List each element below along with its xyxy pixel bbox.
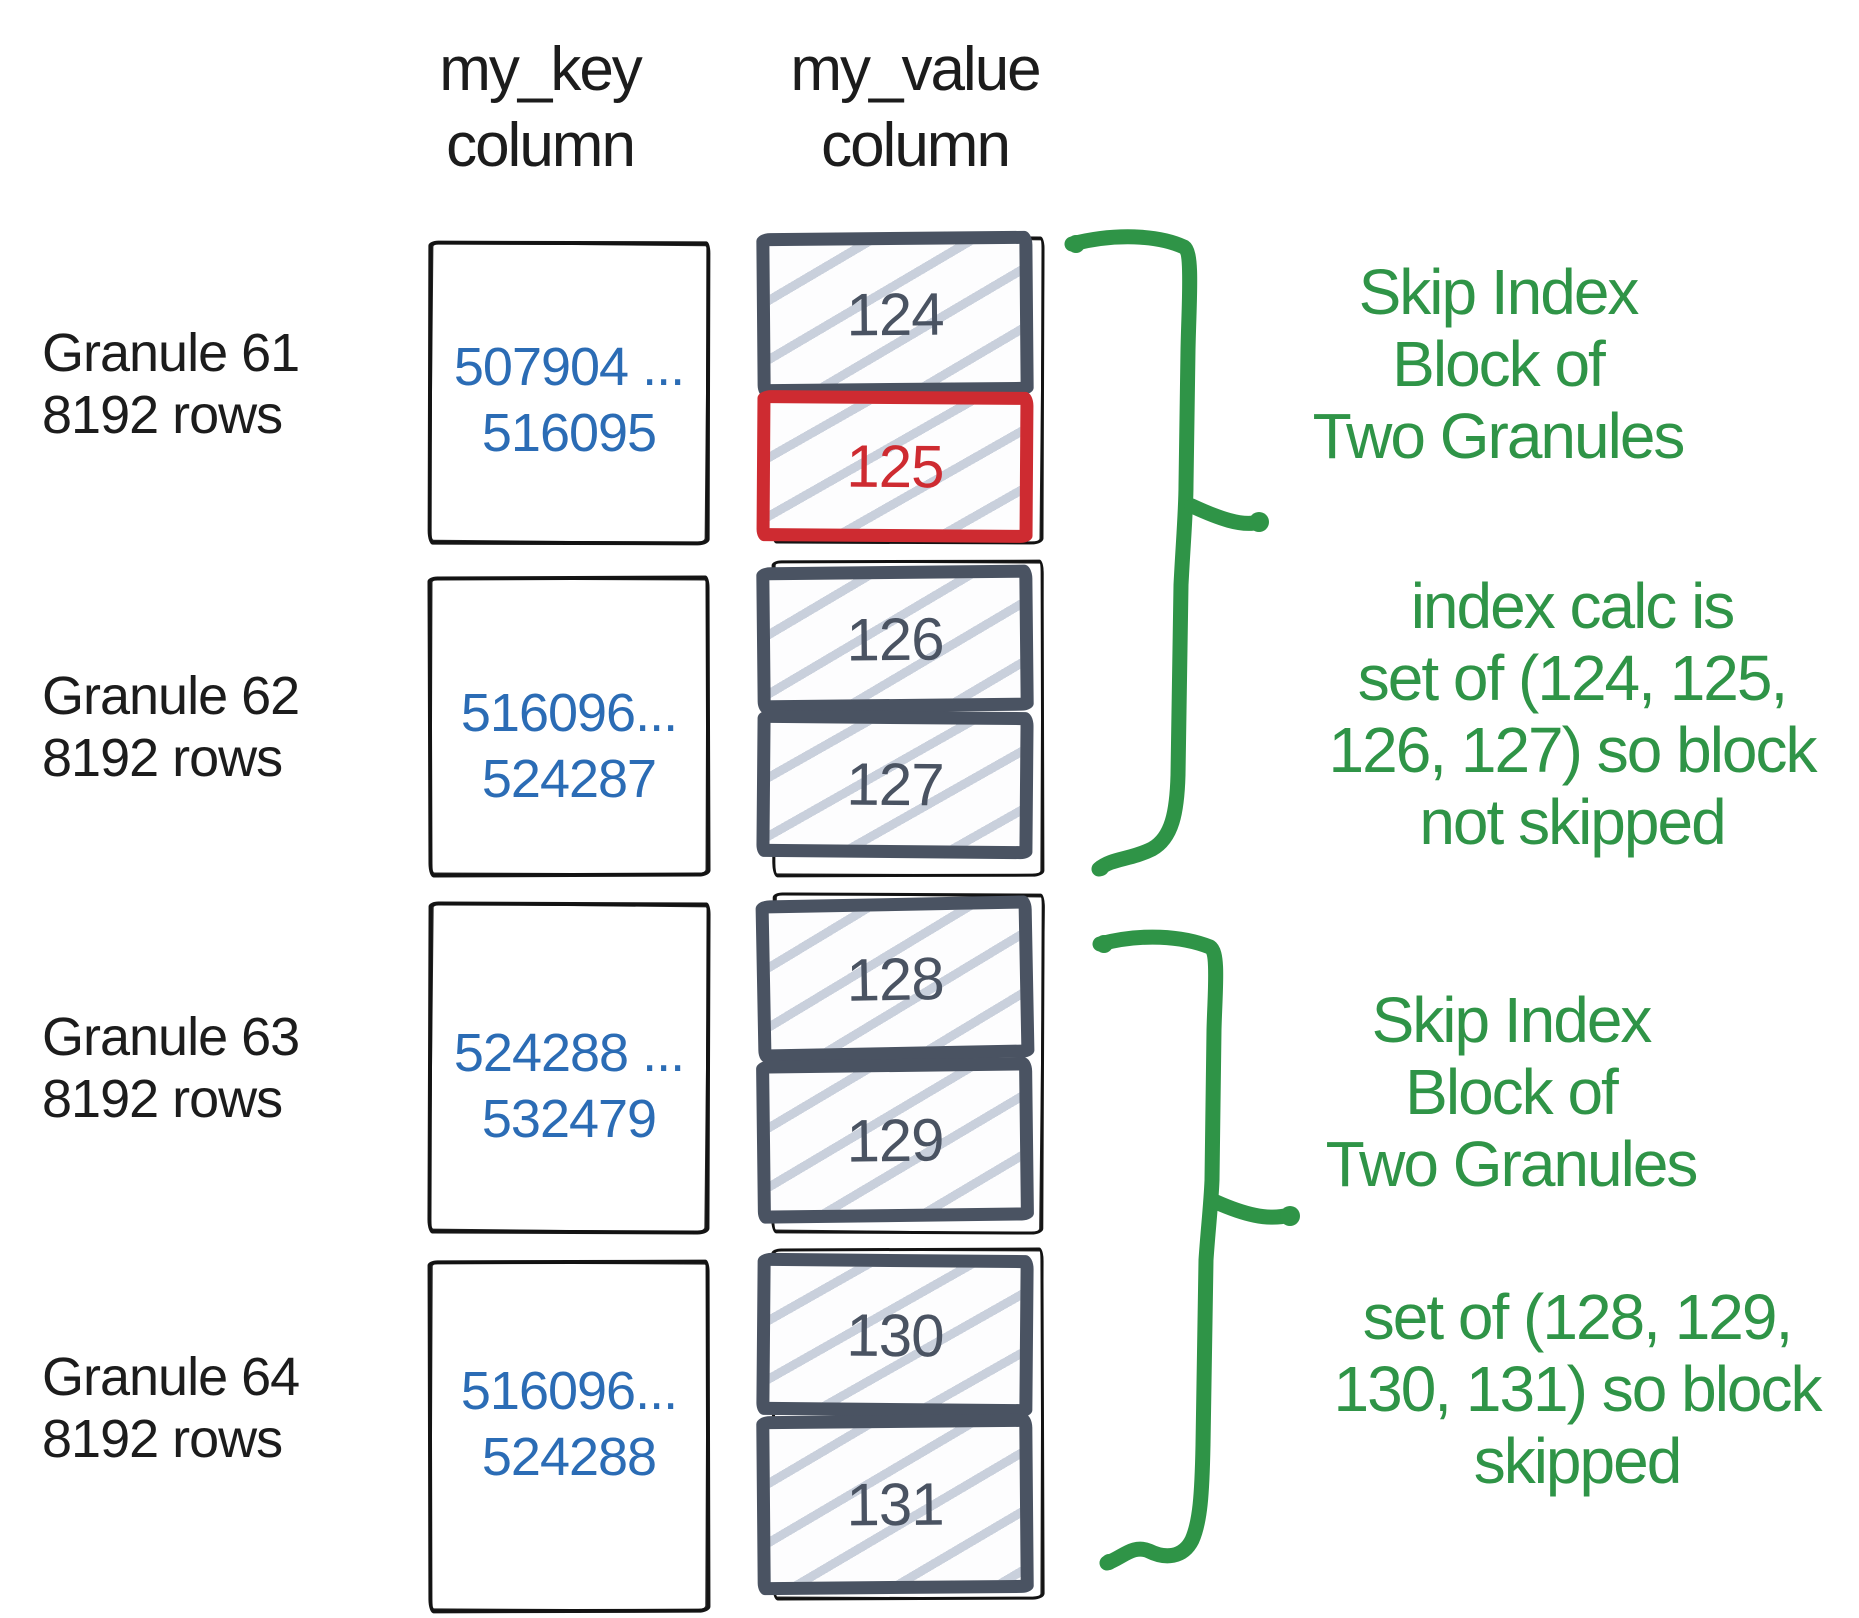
value-block-number: 124 xyxy=(846,280,944,348)
key-end: 532479 xyxy=(481,1089,657,1149)
key-range-text: 516096... 524287 xyxy=(428,680,710,812)
granule-label: Granule 64 8192 rows xyxy=(42,1346,372,1470)
value-block-number: 130 xyxy=(846,1301,944,1369)
value-block: 128 xyxy=(755,895,1035,1063)
granule-rows: 8192 rows xyxy=(42,1069,283,1129)
value-block: 126 xyxy=(756,564,1034,714)
annotation-line: 130, 131) so block xyxy=(1333,1353,1823,1425)
key-end: 524287 xyxy=(481,749,657,809)
granule-rows: 8192 rows xyxy=(42,728,283,788)
value-block-number: 129 xyxy=(846,1106,944,1175)
annotation-skip-index-2: Skip Index Block of Two Granules xyxy=(1311,984,1711,1200)
value-block-number: 126 xyxy=(846,604,944,674)
annotation-index-calc-2: set of (128, 129, 130, 131) so block ski… xyxy=(1297,1281,1857,1497)
my-key-column-header: my_key column xyxy=(365,32,715,184)
annotation-index-calc-1: index calc is set of (124, 125, 126, 127… xyxy=(1292,570,1852,858)
granule-rows: 8192 rows xyxy=(42,385,283,445)
key-range-text: 516096... 524288 xyxy=(428,1358,710,1490)
header-line: column xyxy=(446,111,636,180)
key-range-text: 524288 ... 532479 xyxy=(428,1020,710,1152)
value-block-number: 125 xyxy=(846,432,944,501)
value-block: 131 xyxy=(756,1413,1034,1596)
granule-name: Granule 62 xyxy=(42,666,300,726)
annotation-skip-index-1: Skip Index Block of Two Granules xyxy=(1298,256,1698,472)
value-block-number: 128 xyxy=(845,944,945,1014)
header-line: my_value xyxy=(790,35,1041,104)
value-block-number: 127 xyxy=(846,750,944,819)
annotation-line: 126, 127) so block xyxy=(1328,714,1818,786)
granule-label: Granule 63 8192 rows xyxy=(42,1006,372,1130)
key-end: 524288 xyxy=(481,1427,657,1487)
header-line: my_key xyxy=(439,35,643,104)
granule-label: Granule 62 8192 rows xyxy=(42,665,372,789)
granule-label: Granule 61 8192 rows xyxy=(42,322,372,446)
annotation-line: set of (124, 125, xyxy=(1357,642,1789,714)
value-block: 130 xyxy=(756,1252,1034,1418)
value-block: 124 xyxy=(756,230,1034,398)
key-start: 516096... xyxy=(460,1361,678,1421)
skip-index-brace-2 xyxy=(1092,929,1300,1571)
value-block-highlighted: 125 xyxy=(756,390,1034,543)
annotation-line: Two Granules xyxy=(1325,1128,1699,1200)
granule-name: Granule 61 xyxy=(42,323,300,383)
my-value-column-header: my_value column xyxy=(740,32,1090,184)
key-end: 516095 xyxy=(481,403,657,463)
value-block-number: 131 xyxy=(846,1470,944,1539)
annotation-line: Two Granules xyxy=(1312,400,1686,472)
granule-rows: 8192 rows xyxy=(42,1409,283,1469)
value-block: 127 xyxy=(756,709,1034,860)
key-start: 524288 ... xyxy=(453,1023,685,1083)
header-line: column xyxy=(821,111,1011,180)
annotation-line: Block of xyxy=(1392,328,1606,400)
annotation-line: skipped xyxy=(1473,1425,1683,1497)
skip-index-brace-1 xyxy=(1064,229,1269,877)
annotation-line: Skip Index xyxy=(1371,984,1653,1056)
key-start: 507904 ... xyxy=(453,337,685,397)
annotation-line: Block of xyxy=(1405,1056,1619,1128)
annotation-line: not skipped xyxy=(1419,786,1726,858)
granule-name: Granule 63 xyxy=(42,1007,300,1067)
key-start: 516096... xyxy=(460,683,678,743)
annotation-line: set of (128, 129, xyxy=(1362,1281,1794,1353)
annotation-line: index calc is xyxy=(1410,570,1736,642)
key-range-text: 507904 ... 516095 xyxy=(428,334,710,466)
annotation-line: Skip Index xyxy=(1358,256,1640,328)
value-block: 129 xyxy=(756,1057,1034,1224)
granule-name: Granule 64 xyxy=(42,1347,300,1407)
